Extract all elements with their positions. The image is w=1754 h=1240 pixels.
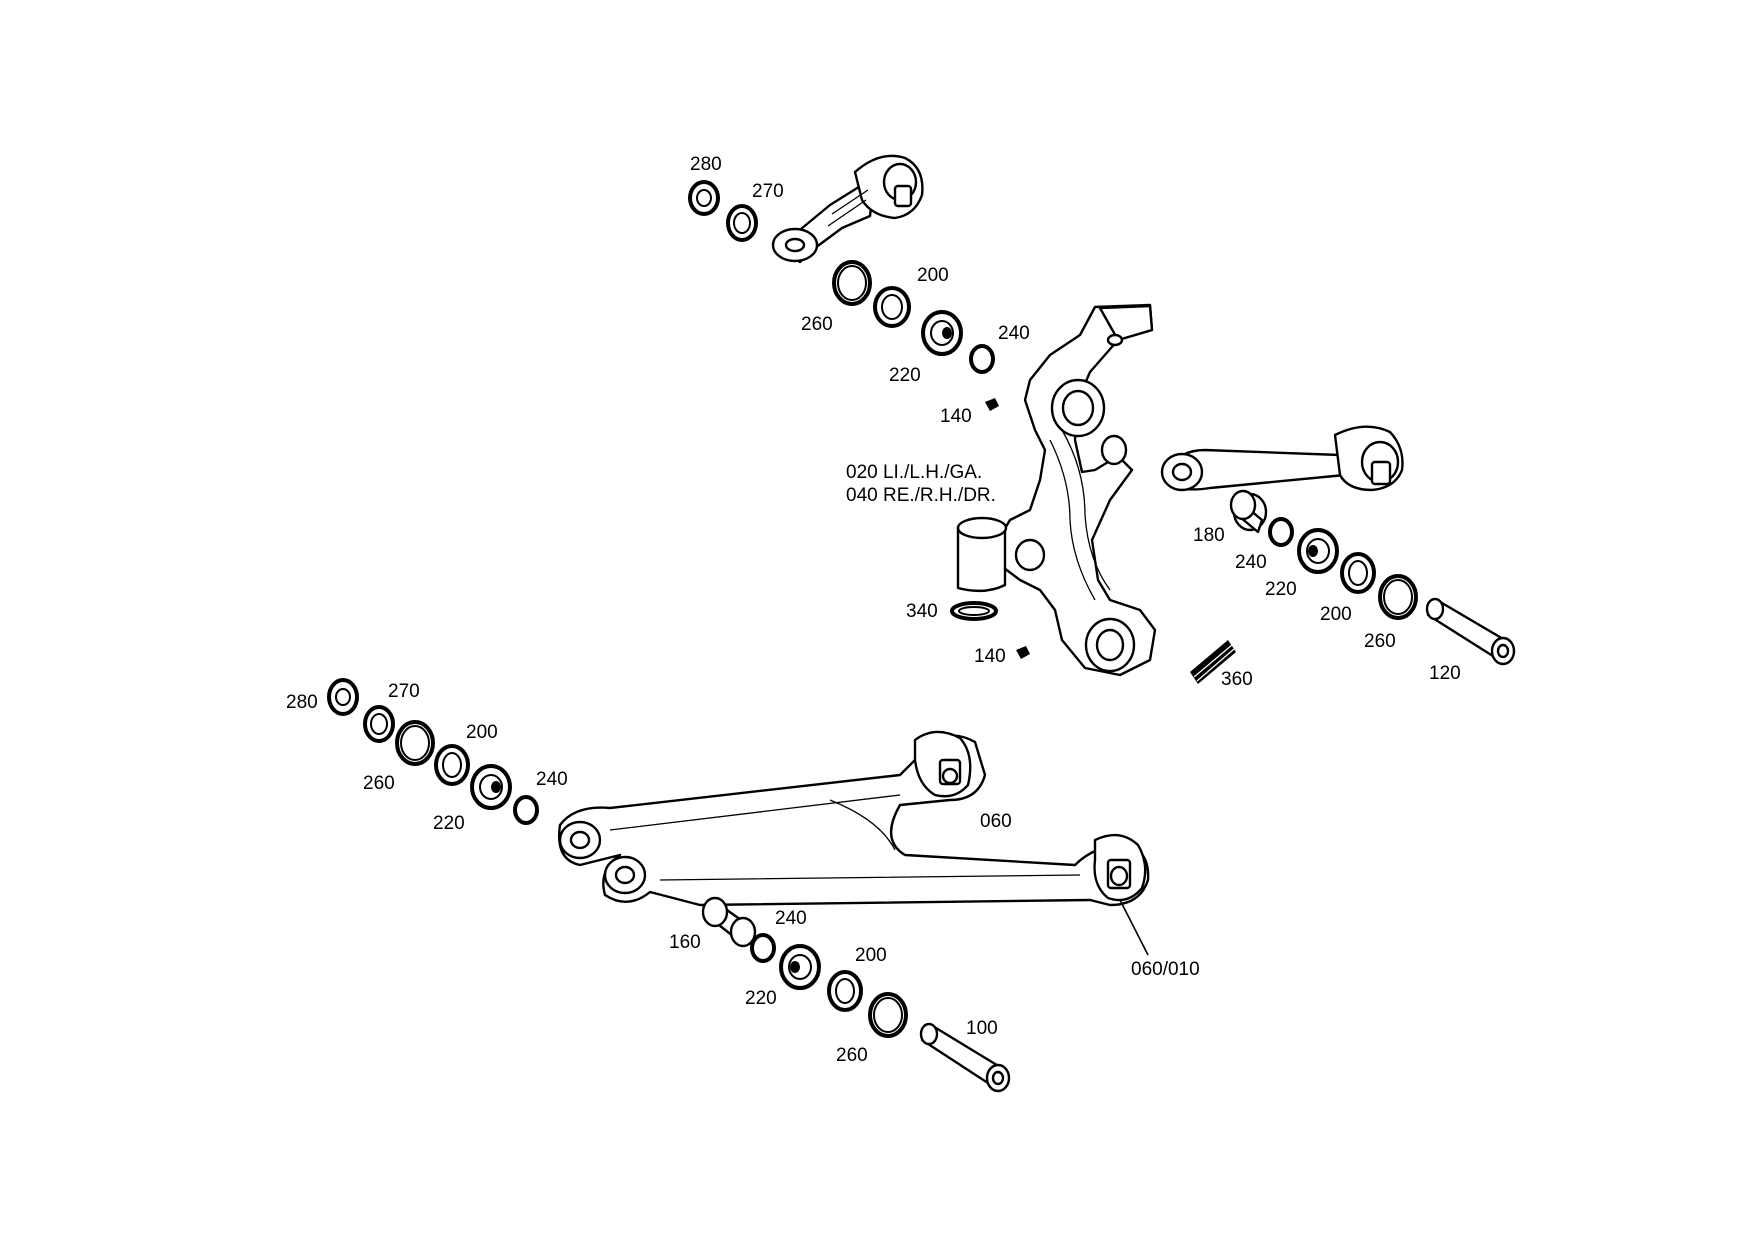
lower-bearing-220: [470, 764, 512, 810]
tie-rod-circlip-240: [1268, 517, 1294, 547]
tie-rod-ring-260: [1378, 574, 1418, 620]
upper-link-arm: [771, 154, 924, 264]
upper-ring-260: [832, 260, 872, 306]
callout-lower-bottom-ring: 260: [836, 1045, 868, 1066]
callout-tie-rod-pin: 120: [1429, 663, 1461, 684]
callout-360: 360: [1221, 669, 1253, 690]
callout-tie-rod-bushing: 180: [1193, 525, 1225, 546]
upper-bearing-220: [921, 310, 963, 356]
lower-bottom-ring-260: [868, 992, 908, 1038]
callout-lower-bottom-circlip: 240: [775, 908, 807, 929]
lower-bottom-bearing-220: [779, 944, 821, 990]
upper-nut-280: [688, 180, 720, 216]
callout-lower-bottom-bushing: 160: [669, 932, 701, 953]
bolt-140-top: [985, 398, 999, 411]
tie-rod-pin-120: [1425, 597, 1516, 666]
callout-tie-rod-spacer: 200: [1320, 604, 1352, 625]
tie-rod-spacer-200: [1340, 552, 1376, 594]
leader-060-010: [1119, 899, 1149, 956]
callout-upper-spacer: 200: [917, 265, 949, 286]
steering-knuckle: [956, 303, 1157, 677]
callout-seal: 340: [906, 601, 938, 622]
callout-lower-pin: 100: [966, 1018, 998, 1039]
tie-rod-arm: [1160, 425, 1404, 492]
callout-lower-spacer: 200: [466, 722, 498, 743]
bolt-140-bottom: [1016, 646, 1030, 659]
callout-lower-bottom-spacer: 200: [855, 945, 887, 966]
lower-washer-270: [363, 705, 395, 743]
lower-control-arm: [558, 730, 1150, 907]
part-360: [1190, 640, 1236, 684]
callout-lower-circlip: 240: [536, 769, 568, 790]
callout-bolt-top: 140: [940, 406, 972, 427]
callout-bolt-bottom: 140: [974, 646, 1006, 667]
callout-lower-nut: 280: [286, 692, 318, 713]
callout-tie-rod-bearing: 220: [1265, 579, 1297, 600]
callout-upper-circlip: 240: [998, 323, 1030, 344]
variant-label-line1: 020 LI./L.H./GA.: [846, 462, 982, 483]
callout-lower-arm-bushing: 060/010: [1131, 959, 1200, 980]
callout-tie-rod-ring: 260: [1364, 631, 1396, 652]
tie-rod-bearing-220: [1297, 528, 1339, 574]
lower-ring-260: [395, 720, 435, 766]
variant-label-line2: 040 RE./R.H./DR.: [846, 485, 996, 506]
callout-upper-washer: 270: [752, 181, 784, 202]
callout-lower-arm: 060: [980, 811, 1012, 832]
callout-lower-ring: 260: [363, 773, 395, 794]
lower-bushing-160: [701, 896, 757, 948]
callout-upper-bearing: 220: [889, 365, 921, 386]
lower-nut-280: [327, 678, 359, 716]
tie-rod-bushing-180: [1229, 489, 1268, 534]
callout-upper-nut: 280: [690, 154, 722, 175]
callout-lower-bearing: 220: [433, 813, 465, 834]
upper-circlip-240: [969, 344, 995, 374]
upper-washer-270: [726, 204, 758, 242]
callout-lower-washer: 270: [388, 681, 420, 702]
lower-spacer-200: [434, 744, 470, 786]
callout-upper-ring: 260: [801, 314, 833, 335]
lower-bottom-circlip-240: [750, 933, 776, 963]
lower-bottom-spacer-200: [827, 970, 863, 1012]
lower-circlip-240: [513, 795, 539, 825]
seal-340: [950, 601, 998, 621]
lower-pin-100: [919, 1022, 1011, 1093]
callout-lower-bottom-bearing: 220: [745, 988, 777, 1009]
upper-spacer-200: [873, 286, 911, 328]
callout-tie-rod-circlip: 240: [1235, 552, 1267, 573]
